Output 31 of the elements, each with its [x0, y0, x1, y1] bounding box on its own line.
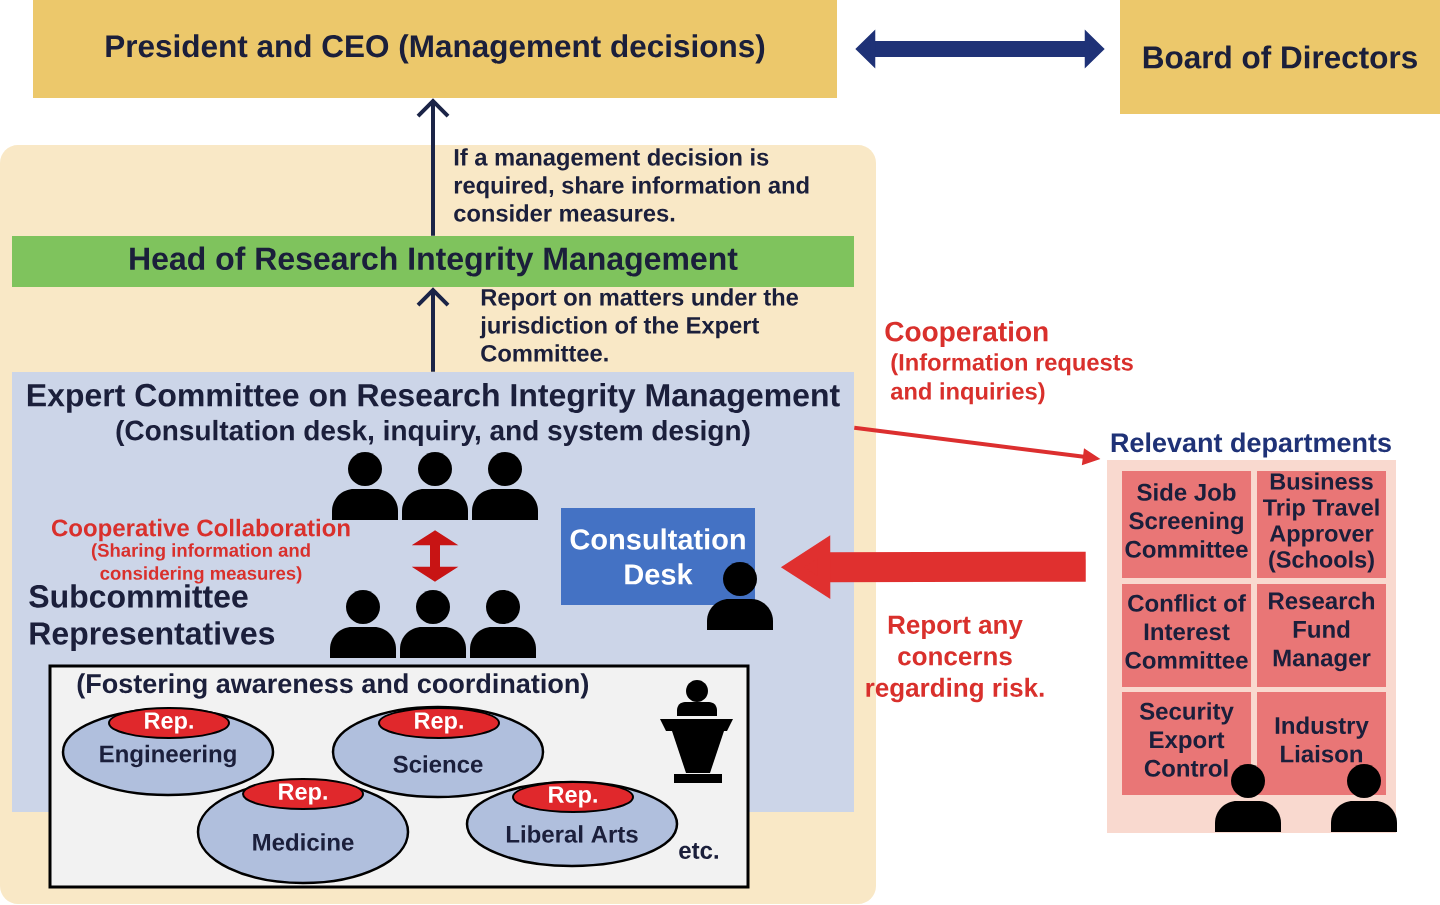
- edge-label: Report any concerns regarding risk.: [866, 615, 1044, 703]
- panel-subtitle: (Consultation desk, inquiry, and system design): [116, 419, 750, 447]
- department-cell: Conflict of Interest Committee: [1122, 584, 1251, 687]
- banner-box: Head of Research Integrity Management: [12, 236, 854, 287]
- double-arrow: [411, 530, 459, 582]
- department-cell: Security Export Control: [1122, 692, 1251, 795]
- edge-label: Cooperation: [885, 320, 1048, 348]
- oval-tag: Rep.: [242, 778, 364, 810]
- department-cell: Industry Liaison: [1257, 692, 1386, 795]
- process-box: Consultation Desk: [561, 508, 755, 605]
- side-label: Subcommittee Representatives: [29, 584, 275, 652]
- box-title: (Fostering awareness and coordination): [77, 673, 588, 699]
- people-icon: [332, 452, 538, 520]
- note-text: (Sharing information and considering measures): [91, 543, 310, 584]
- arrow: [416, 287, 450, 372]
- oval-tag: Rep.: [108, 707, 230, 739]
- arrow: [416, 98, 450, 236]
- oval-tag: Rep.: [378, 707, 500, 739]
- note-text: etc.: [679, 843, 718, 859]
- oval-tag: Rep.: [512, 781, 634, 813]
- process-box: President and CEO (Management decisions): [33, 0, 837, 98]
- department-cell: Business Trip Travel Approver (Schools): [1257, 471, 1386, 578]
- department-cell: Side Job Screening Committee: [1122, 471, 1251, 578]
- panel-title: Expert Committee on Research Integrity Management: [27, 383, 840, 413]
- edge-label: Report on matters under the jurisdiction of the Expert Committee.: [479, 288, 798, 362]
- process-box: Board of Directors: [1120, 0, 1440, 114]
- edge-label: If a management decision is required, share information and consider measures.: [454, 148, 809, 222]
- note-text: (Information requests and inquiries): [890, 353, 1133, 405]
- department-cell: Research Fund Manager: [1257, 584, 1386, 687]
- panel-title: Relevant departments: [1111, 432, 1391, 458]
- edge-label: Cooperative Collaboration: [51, 518, 350, 542]
